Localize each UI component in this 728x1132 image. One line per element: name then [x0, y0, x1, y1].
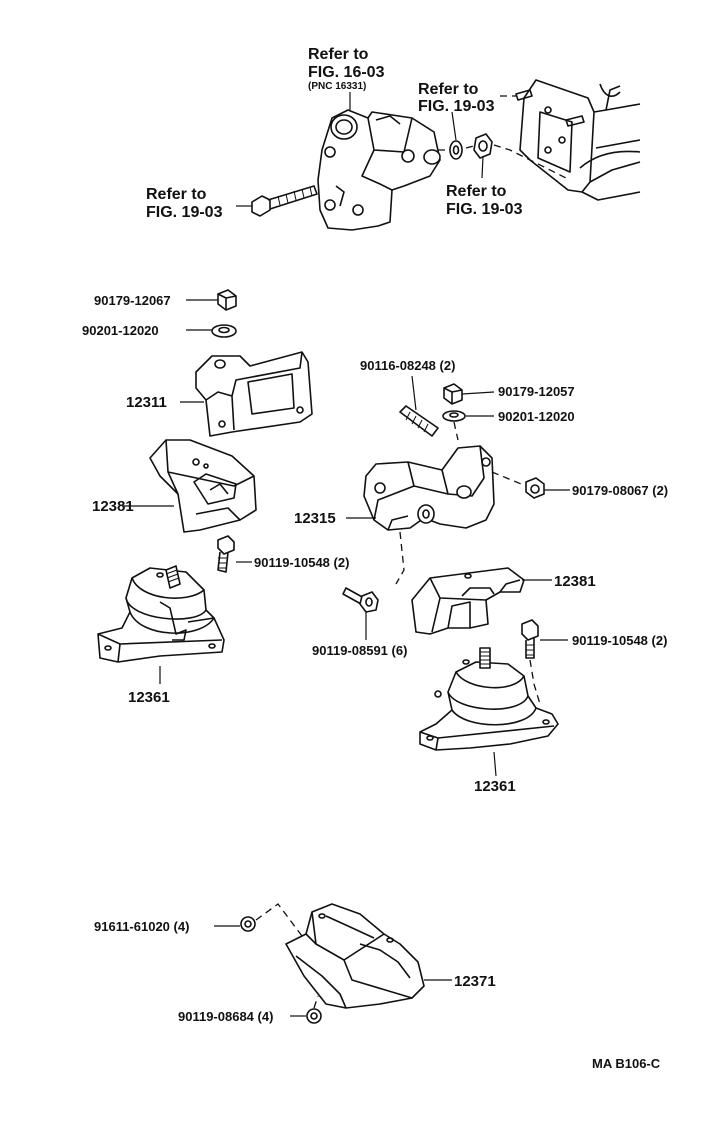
part-90179-12057: 90179-12057 [498, 384, 575, 399]
bolt-right-90119-10548 [521, 619, 539, 659]
bolt-left-90119-10548 [217, 535, 235, 573]
part-90179-08067: 90179-08067 (2) [572, 483, 668, 498]
part-12311: 12311 [126, 394, 167, 411]
ref-fig-19-03-c: FIG. 19-03 [446, 201, 523, 218]
washer-top [449, 140, 463, 160]
ref-fig-19-03-b: FIG. 19-03 [146, 204, 223, 221]
frame-section [519, 79, 641, 201]
frame-stud-upper [515, 89, 533, 101]
part-12371: 12371 [454, 973, 496, 990]
part-12361-left: 12361 [128, 689, 170, 706]
part-90119-08684: 90119-08684 (4) [178, 1009, 273, 1024]
ref-fig-16-03-refer: Refer to [308, 46, 369, 63]
part-90201-12020-left: 90201-12020 [82, 323, 159, 338]
leader-lines [122, 92, 570, 1017]
part-91611-61020: 91611-61020 (4) [94, 919, 189, 934]
bracket-12315 [363, 445, 495, 531]
bolt-90119-08684 [306, 1008, 322, 1024]
washer-left [211, 324, 237, 338]
nut-90179-08067 [525, 477, 545, 499]
engine-mounting-bracket [317, 109, 441, 231]
diagram-code: MA B106-C [592, 1056, 661, 1071]
part-90116-08248: 90116-08248 (2) [360, 358, 455, 373]
part-12361-right: 12361 [474, 778, 516, 795]
ref-pnc-16331: (PNC 16331) [308, 81, 366, 92]
part-90179-12067: 90179-12067 [94, 293, 171, 308]
ref-fig-19-03-a: FIG. 19-03 [418, 98, 495, 115]
part-90201-12020-right: 90201-12020 [498, 409, 575, 424]
ref-fig-19-03-c-refer: Refer to [446, 183, 507, 200]
ref-fig-19-03-b-refer: Refer to [146, 186, 207, 203]
nut-top [473, 133, 493, 159]
frame-stud-lower [565, 115, 585, 127]
rear-mount-12371 [285, 903, 425, 1009]
bracket-bolt [251, 185, 318, 217]
ref-fig-19-03-a-refer: Refer to [418, 81, 479, 98]
part-12381-left: 12381 [92, 498, 134, 515]
bracket-12381-left [149, 439, 257, 533]
insulator-12361-left [97, 565, 225, 663]
part-90119-10548-left: 90119-10548 (2) [254, 555, 349, 570]
nut-90179-12057 [443, 383, 463, 405]
part-12315: 12315 [294, 510, 336, 527]
bracket-12381-right [411, 567, 525, 635]
washer-90201-12020-right [442, 410, 466, 422]
nut-91611-61020 [240, 916, 256, 932]
insulator-12361-right [419, 647, 559, 751]
nut-left [217, 289, 237, 311]
bolt-90119-08591 [342, 587, 379, 613]
ref-fig-16-03: FIG. 16-03 [308, 64, 385, 81]
stud-90116-08248 [399, 405, 439, 437]
part-90119-08591: 90119-08591 (6) [312, 643, 407, 658]
part-90119-10548-right: 90119-10548 (2) [572, 633, 667, 648]
part-12381-right: 12381 [554, 573, 596, 590]
bracket-12311 [195, 351, 313, 437]
